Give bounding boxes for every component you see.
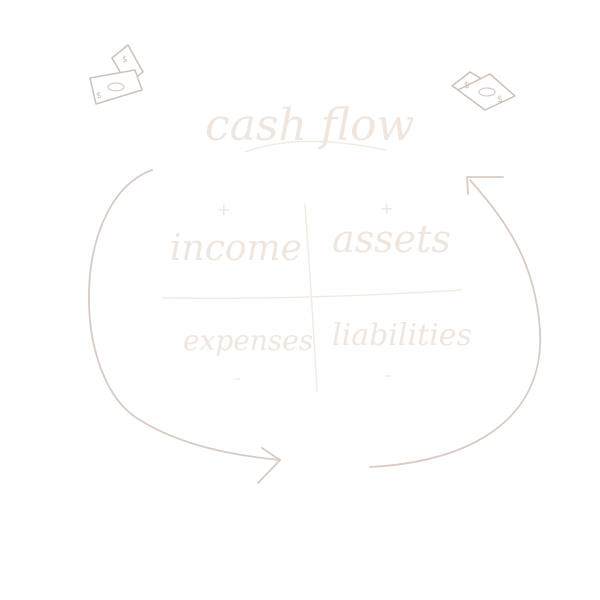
dollar-sign: $	[464, 81, 470, 91]
assets-label: assets	[332, 217, 451, 261]
right-cycle-arrow	[369, 179, 541, 468]
money-bills-left-icon: $ $	[89, 44, 144, 105]
left-cycle-arrow	[88, 169, 281, 461]
right-arrowhead	[466, 176, 504, 195]
horizontal-divider	[161, 289, 463, 300]
assets-sign: +	[380, 199, 393, 218]
title-underline	[244, 140, 386, 153]
money-bills-right-icon: $ $	[451, 71, 516, 111]
liabilities-sign: –	[385, 368, 392, 384]
expenses-sign: –	[234, 371, 241, 387]
income-sign: +	[217, 200, 230, 219]
dollar-sign: $	[96, 91, 102, 101]
dollar-sign: $	[122, 55, 128, 65]
income-label: income	[170, 228, 302, 269]
title: cash flow	[205, 100, 414, 151]
liabilities-label: liabilities	[332, 318, 472, 353]
left-arrowhead	[257, 447, 281, 484]
expenses-label: expenses	[183, 324, 313, 357]
vertical-divider	[304, 204, 318, 393]
dollar-sign: $	[497, 95, 503, 105]
